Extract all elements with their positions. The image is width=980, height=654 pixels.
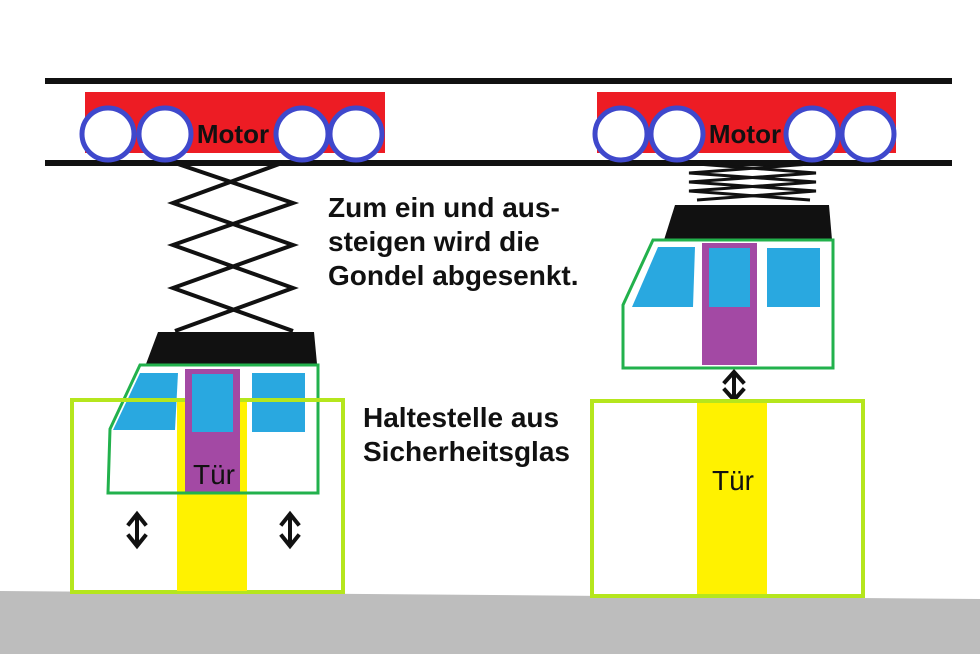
scissor-lift-compressed [688, 162, 817, 202]
wheel [273, 105, 331, 163]
caption-line: Haltestelle aus [363, 402, 559, 433]
wheel [648, 105, 706, 163]
vertical-arrow-icon [279, 510, 301, 550]
door-label-left: Tür [193, 459, 235, 490]
gondola-window-left-rear [252, 373, 305, 432]
motor-unit-left: Motor [79, 92, 385, 163]
gondola-window-right-rear [767, 248, 820, 307]
motor-label-left: Motor [197, 119, 269, 149]
caption-station: Haltestelle aus Sicherheitsglas [363, 402, 570, 467]
scissor-lift-extended [167, 161, 300, 333]
wheel [327, 105, 385, 163]
station-outline-right [590, 399, 865, 598]
motor-unit-right: Motor [592, 92, 897, 163]
door-label-right: Tür [712, 465, 754, 496]
station-door-column-right [697, 403, 767, 594]
wheel [592, 105, 650, 163]
caption-line: Sicherheitsglas [363, 436, 570, 467]
caption-line: Gondel abgesenkt. [328, 260, 579, 291]
scissor-arm [688, 162, 817, 202]
gondola-roof-right [664, 205, 832, 240]
scissor-arm [688, 162, 817, 202]
vertical-arrow-icon [126, 510, 148, 550]
gondola-window-right-front [632, 247, 695, 307]
scissor-arm [167, 161, 300, 333]
wheel [783, 105, 841, 163]
caption-lowering: Zum ein und aus- steigen wird die Gondel… [328, 192, 579, 291]
gondola-door-window-right [709, 248, 750, 307]
wheel [839, 105, 897, 163]
ground [0, 591, 980, 654]
gondola-roof-left [146, 332, 317, 364]
motor-label-right: Motor [709, 119, 781, 149]
wheel [136, 105, 194, 163]
scissor-arm [167, 161, 299, 333]
caption-line: Zum ein und aus- [328, 192, 560, 223]
gondola-door-window-left [192, 374, 233, 432]
wheel [79, 105, 137, 163]
vertical-arrow-icon [722, 369, 746, 403]
caption-line: steigen wird die [328, 226, 540, 257]
